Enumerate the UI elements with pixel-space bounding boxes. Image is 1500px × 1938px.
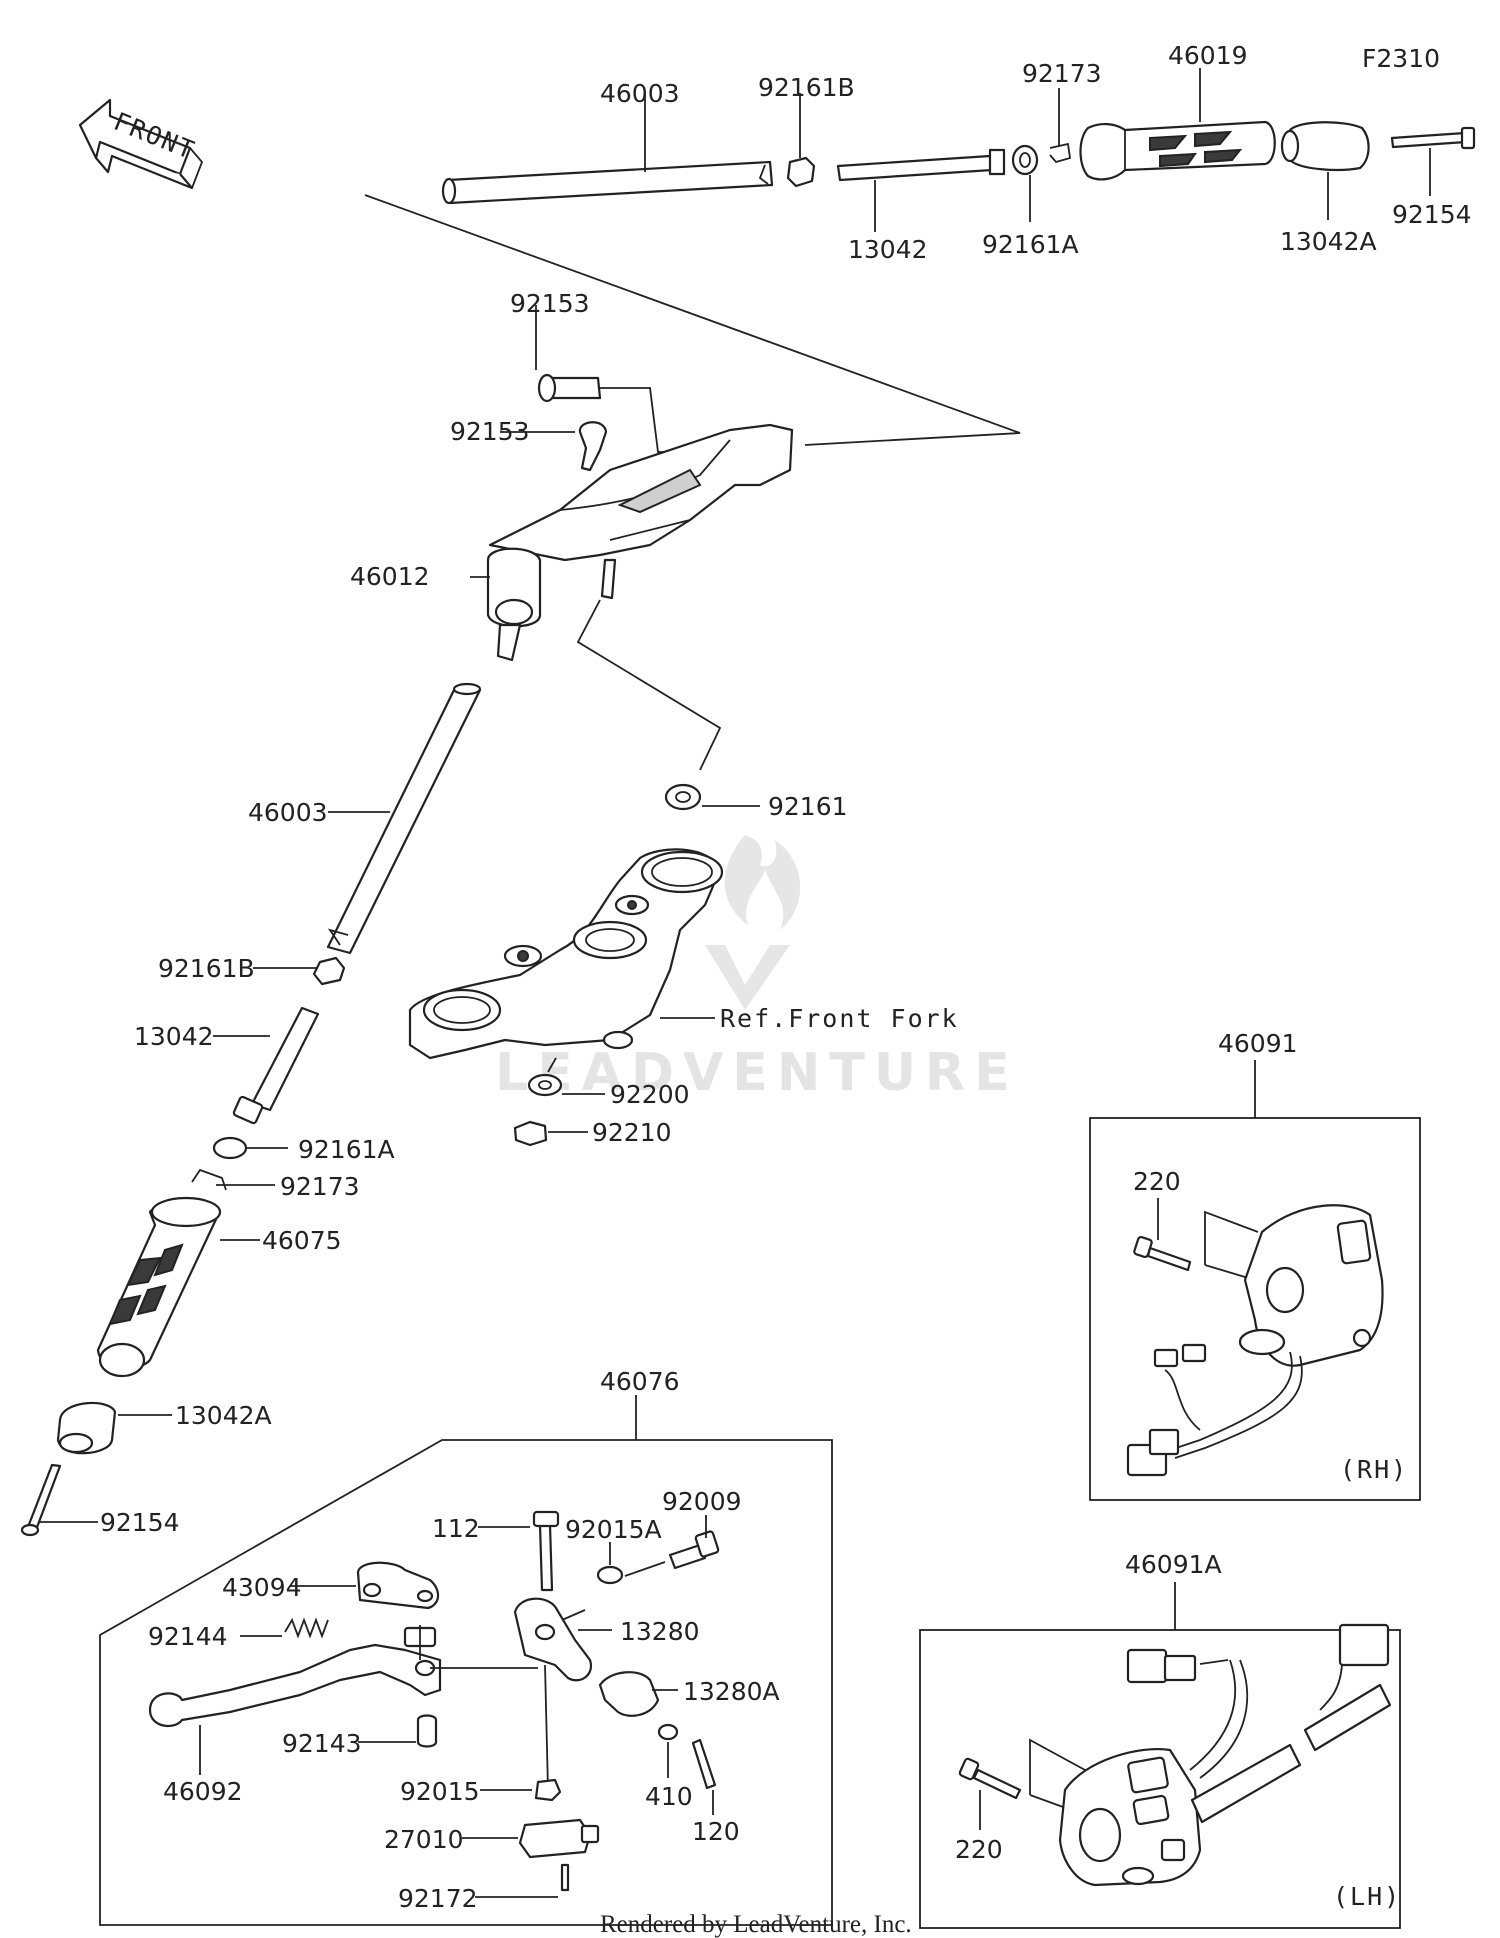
label-92173-left: 92173 — [280, 1172, 360, 1201]
label-46019: 46019 — [1168, 41, 1248, 70]
label-92173-top: 92173 — [1022, 59, 1102, 88]
label-92161b-top: 92161B — [758, 73, 855, 102]
label-46012: 46012 — [350, 562, 430, 591]
label-46092: 46092 — [163, 1777, 243, 1806]
label-27010: 27010 — [384, 1825, 464, 1854]
left-handlebar-assembly — [20, 682, 482, 1537]
label-92015: 92015 — [400, 1777, 480, 1806]
label-rh: (RH) — [1340, 1455, 1408, 1484]
label-112: 112 — [432, 1514, 480, 1543]
label-92153-a: 92153 — [510, 289, 590, 318]
label-220-lh: 220 — [955, 1835, 1003, 1864]
label-92161a-top: 92161A — [982, 230, 1079, 259]
watermark-text: LEADVENTURE — [495, 1043, 1019, 1103]
label-92144: 92144 — [148, 1622, 228, 1651]
handlebar-holder-assembly — [470, 305, 794, 771]
label-120: 120 — [692, 1817, 740, 1846]
label-92161: 92161 — [768, 792, 848, 821]
diagram-code: F2310 — [1362, 44, 1440, 73]
label-46003-left: 46003 — [248, 798, 328, 827]
label-46003-top: 46003 — [600, 79, 680, 108]
label-13042a-left: 13042A — [175, 1401, 272, 1430]
label-43094: 43094 — [222, 1573, 302, 1602]
label-46075: 46075 — [262, 1226, 342, 1255]
label-13042-left: 13042 — [134, 1022, 214, 1051]
label-92200: 92200 — [610, 1080, 690, 1109]
label-13042a-top: 13042A — [1280, 227, 1377, 256]
label-13280a: 13280A — [683, 1677, 780, 1706]
lh-switch-assembly — [919, 1582, 1401, 1929]
steering-stem-group — [408, 783, 760, 1147]
label-46076: 46076 — [600, 1367, 680, 1396]
label-92161a-left: 92161A — [298, 1135, 395, 1164]
label-92009: 92009 — [662, 1487, 742, 1516]
label-92210: 92210 — [592, 1118, 672, 1147]
label-92015a: 92015A — [565, 1515, 662, 1544]
watermark-logo: LEADVENTURE — [495, 835, 1019, 1103]
label-46091a: 46091A — [1125, 1550, 1222, 1579]
label-92154-top: 92154 — [1392, 200, 1472, 229]
top-handlebar-assembly — [364, 68, 1476, 446]
clutch-lever-assembly — [99, 1395, 833, 1926]
label-13280: 13280 — [620, 1617, 700, 1646]
label-92161b-left: 92161B — [158, 954, 255, 983]
ref-front-fork: Ref.Front Fork — [720, 1004, 959, 1033]
label-220-rh: 220 — [1133, 1167, 1181, 1196]
label-13042-top: 13042 — [848, 235, 928, 264]
label-92154-left: 92154 — [100, 1508, 180, 1537]
rh-switch-assembly — [1089, 1060, 1421, 1501]
label-46091: 46091 — [1218, 1029, 1298, 1058]
footer-credit: Rendered by LeadVenture, Inc. — [600, 1911, 912, 1938]
label-92153-b: 92153 — [450, 417, 530, 446]
label-92172: 92172 — [398, 1884, 478, 1913]
label-lh: (LH) — [1333, 1882, 1401, 1911]
label-92143: 92143 — [282, 1729, 362, 1758]
label-410: 410 — [645, 1782, 693, 1811]
front-arrow-icon: FRONT — [78, 98, 204, 190]
